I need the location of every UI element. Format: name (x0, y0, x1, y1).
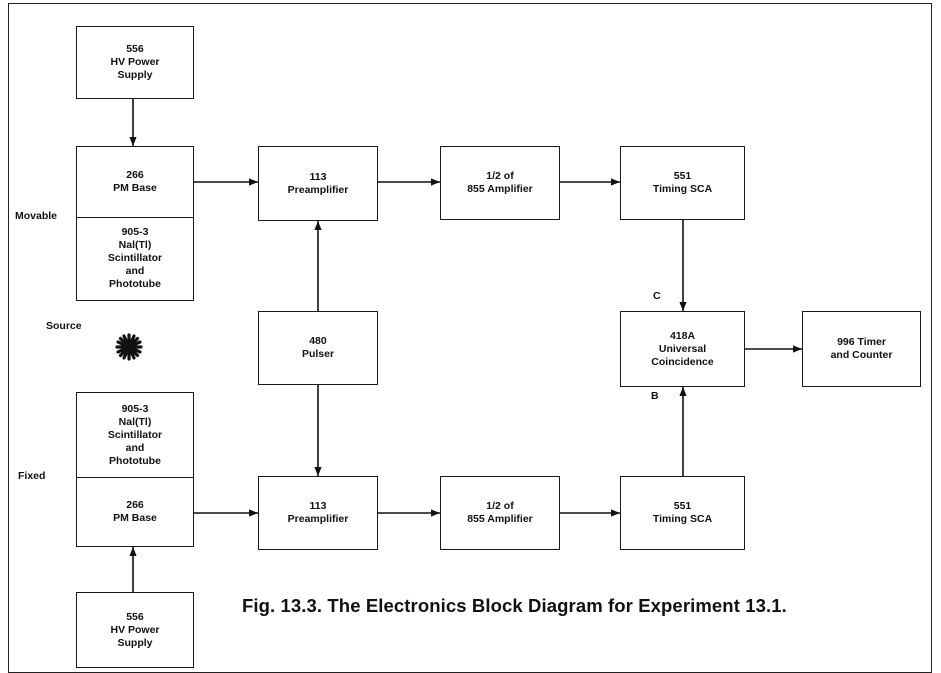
scintillator-top: 905-3 Nal(Tl) Scintillator and Phototube (77, 217, 193, 300)
figure-caption: Fig. 13.3. The Electronics Block Diagram… (242, 595, 787, 616)
preamplifier-top-label: 113 Preamplifier (287, 170, 349, 196)
source-label: Source (46, 320, 82, 332)
pm-base-top: 266 PM Base (77, 147, 193, 218)
detector-assembly-top: 266 PM Base 905-3 Nal(Tl) Scintillator a… (76, 146, 194, 301)
hv-power-supply-bottom: 556 HV Power Supply (76, 592, 194, 668)
fixed-label: Fixed (18, 470, 46, 482)
timer-counter-label: 996 Timer and Counter (830, 336, 893, 361)
scintillator-bottom: 905-3 Nal(Tl) Scintillator and Phototube (77, 393, 193, 478)
amplifier-top-label: 1/2 of 855 Amplifier (467, 170, 533, 195)
hv-power-supply-top-label: 556 HV Power Supply (110, 43, 160, 81)
pulser-label: 480 Pulser (301, 335, 335, 360)
preamplifier-bottom-label: 113 Preamplifier (287, 500, 349, 525)
timing-sca-top: 551 Timing SCA (620, 146, 745, 220)
universal-coincidence: 418A Universal Coincidence (620, 311, 745, 387)
preamplifier-bottom: 113 Preamplifier (258, 476, 378, 550)
hv-power-supply-top: 556 HV Power Supply (76, 26, 194, 99)
movable-label: Movable (15, 210, 58, 222)
amplifier-bottom-label: 1/2 of 855 Amplifier (467, 500, 533, 525)
pm-base-bottom-label: 266 PM Base (113, 498, 157, 524)
pm-base-top-label: 266 PM Base (113, 169, 157, 194)
scintillator-top-label: 905-3 Nal(Tl) Scintillator and Phototube (107, 226, 163, 290)
scintillator-bottom-label: 905-3 Nal(Tl) Scintillator and Phototube (107, 402, 163, 467)
timer-counter: 996 Timer and Counter (802, 311, 921, 387)
timing-sca-top-label: 551 Timing SCA (652, 170, 713, 195)
pm-base-bottom: 266 PM Base (77, 477, 193, 546)
pulser: 480 Pulser (258, 311, 378, 385)
timing-sca-bottom: 551 Timing SCA (620, 476, 745, 550)
preamplifier-top: 113 Preamplifier (258, 146, 378, 221)
input-b-label: B (651, 390, 659, 402)
hv-power-supply-bottom-label: 556 HV Power Supply (110, 610, 160, 649)
detector-assembly-bottom: 905-3 Nal(Tl) Scintillator and Phototube… (76, 392, 194, 547)
universal-coincidence-label: 418A Universal Coincidence (651, 329, 714, 368)
amplifier-bottom: 1/2 of 855 Amplifier (440, 476, 560, 550)
timing-sca-bottom-label: 551 Timing SCA (652, 500, 713, 525)
input-c-label: C (653, 290, 661, 302)
amplifier-top: 1/2 of 855 Amplifier (440, 146, 560, 220)
